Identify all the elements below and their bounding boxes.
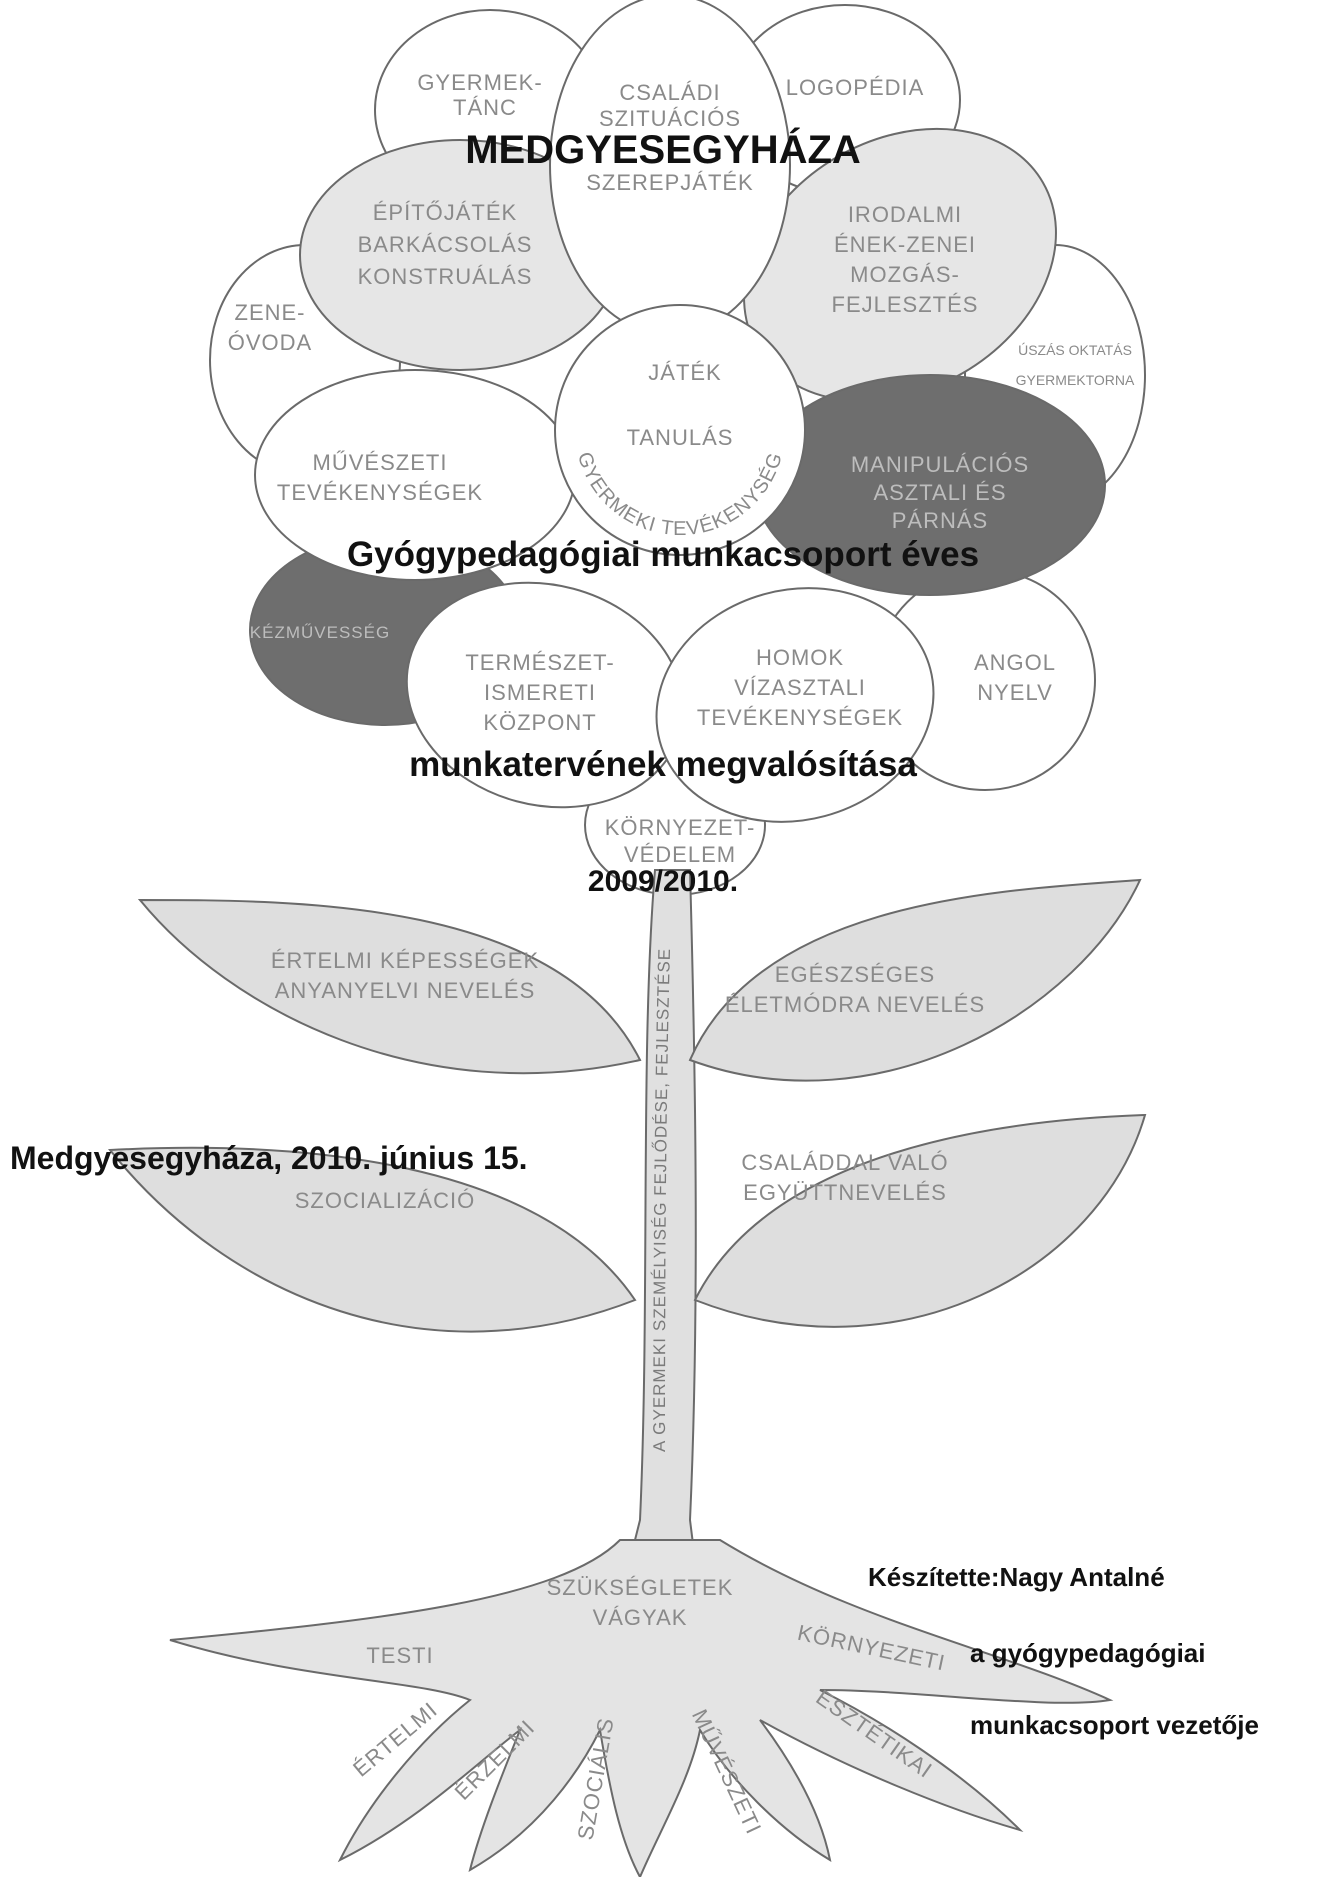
petal-irodalmi-line1: IRODALMI — [848, 202, 962, 227]
petal-termeszet-line2: ISMERETI — [484, 680, 596, 705]
petal-csaladi-line4: SZEREPJÁTÉK — [586, 170, 753, 195]
petal-manipulacios-line2: ASZTALI ÉS — [873, 480, 1006, 505]
petal-zeneovoda-line1: ZENE- — [235, 300, 306, 325]
petal-angol-line1: ANGOL — [974, 650, 1056, 675]
petal-homok — [655, 587, 935, 823]
petal-epitojatek-line3: KONSTRUÁLÁS — [358, 264, 533, 289]
petal-homok-line1: HOMOK — [756, 645, 844, 670]
petal-gyermektanc-line1: GYERMEK- — [417, 70, 542, 95]
leaf-egeszseges-line1: EGÉSZSÉGES — [775, 962, 935, 987]
petal-kornyezet-line2: VÉDELEM — [624, 842, 736, 867]
leaf-ertelmi-line2: ANYANYELVI NEVELÉS — [275, 978, 536, 1003]
leaf-csaladdal — [693, 1113, 1147, 1328]
petal-manipulacios-line3: PÁRNÁS — [892, 508, 988, 533]
leaf-szocializacio-line1: SZOCIALIZÁCIÓ — [295, 1188, 475, 1213]
leaf-szocializacio — [108, 1146, 637, 1333]
petal-irodalmi-line3: MOZGÁS- — [850, 262, 960, 287]
petal-manipulacios-line1: MANIPULÁCIÓS — [851, 452, 1029, 477]
center-line1: JÁTÉK — [648, 360, 721, 385]
petal-irodalmi-line4: FEJLESZTÉS — [832, 292, 979, 317]
petal-kezmuvesseg-line1: KÉZMŰVESSÉG — [250, 623, 390, 642]
petal-homok-line2: VÍZASZTALI — [734, 675, 866, 700]
stem-label: A GYERMEKI SZEMÉLYISÉG FEJLŐDÉSE, FEJLES… — [650, 948, 673, 1452]
petal-uszas-line1: ÚSZÁS OKTATÁS — [1018, 342, 1132, 358]
author: Készítette:Nagy Antalné — [868, 1562, 1165, 1592]
leaf-egeszseges — [688, 878, 1142, 1082]
leaf-egeszseges-line2: ÉLETMÓDRA NEVELÉS — [725, 992, 985, 1017]
petal-termeszet-line1: TERMÉSZET- — [465, 650, 614, 675]
roots-center-line2: VÁGYAK — [593, 1605, 688, 1630]
petal-homok-line3: TEVÉKENYSÉGEK — [697, 705, 903, 730]
document-subtitle-line2: munkatervének megvalósítása — [409, 745, 917, 784]
petal-gyermektanc-line2: TÁNC — [453, 95, 517, 120]
author-role-line2: munkacsoport vezetője — [970, 1710, 1259, 1740]
petal-csaladi-line2: SZITUÁCIÓS — [599, 106, 741, 131]
petal-zeneovoda-line2: ÓVODA — [228, 330, 312, 355]
petal-uszas-line2: GYERMEKTORNA — [1016, 372, 1135, 388]
leaf-ertelmi — [137, 898, 642, 1075]
leaf-ertelmi-line1: ÉRTELMI KÉPESSÉGEK — [271, 948, 539, 973]
petal-epitojatek-line1: ÉPÍTŐJÁTÉK — [373, 200, 517, 225]
petal-muveszeti-line2: TEVÉKENYSÉGEK — [277, 480, 483, 505]
document-year: 2009/2010. — [587, 865, 739, 898]
petal-termeszet-line3: KÖZPONT — [483, 710, 596, 735]
roots-center-line1: SZÜKSÉGLETEK — [547, 1575, 734, 1600]
petal-muveszeti-line1: MŰVÉSZETI — [313, 450, 448, 475]
document-subtitle-line1: Gyógypedagógiai munkacsoport éves — [346, 535, 980, 574]
author-role-line1: a gyógypedagógiai — [970, 1638, 1206, 1668]
leaf-csaladdal-line2: EGYÜTTNEVELÉS — [743, 1180, 947, 1205]
petal-epitojatek-line2: BARKÁCSOLÁS — [358, 232, 533, 257]
leaf-csaladdal-line1: CSALÁDDAL VALÓ — [741, 1150, 948, 1175]
root-testi: TESTI — [366, 1643, 433, 1668]
flower-center — [554, 304, 806, 556]
petal-csaladi-line1: CSALÁDI — [619, 80, 720, 105]
petal-angol-line2: NYELV — [977, 680, 1053, 705]
petal-kornyezet-line1: KÖRNYEZET- — [605, 815, 756, 840]
center-line2: TANULÁS — [627, 425, 734, 450]
place-date: Medgyesegyháza, 2010. június 15. — [10, 1140, 528, 1176]
document-title: MEDGYESEGYHÁZA — [465, 128, 861, 172]
svg-text:A GYERMEKI SZEMÉLYISÉG FEJLŐDÉ: A GYERMEKI SZEMÉLYISÉG FEJLŐDÉSE, FEJLES… — [650, 948, 674, 1452]
petal-irodalmi-line2: ÉNEK-ZENEI — [834, 232, 976, 257]
petal-logopedia-line1: LOGOPÉDIA — [786, 75, 925, 100]
